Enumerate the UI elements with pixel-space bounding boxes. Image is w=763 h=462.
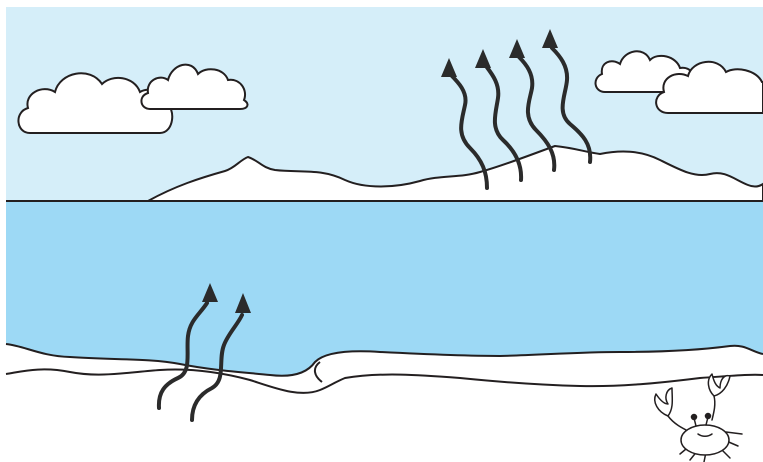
beach [6,344,763,462]
